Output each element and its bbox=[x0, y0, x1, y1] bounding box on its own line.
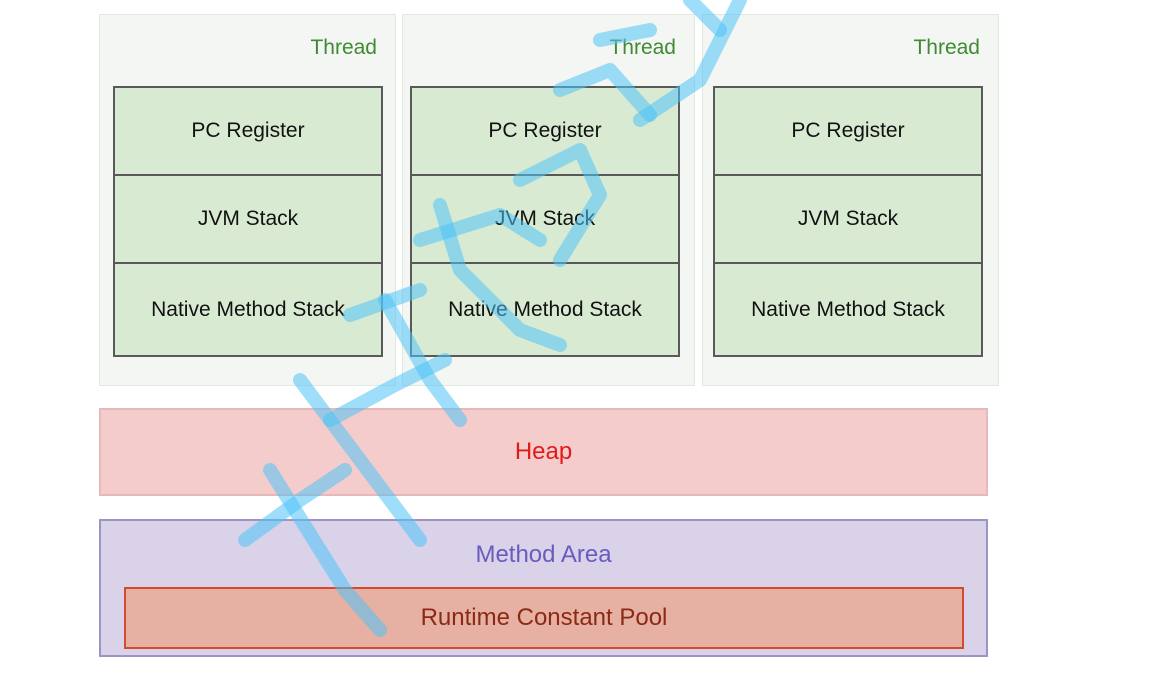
native-method-stack-block: Native Method Stack bbox=[410, 262, 680, 357]
thread-stack: PC Register JVM Stack Native Method Stac… bbox=[713, 86, 983, 357]
thread-stack: PC Register JVM Stack Native Method Stac… bbox=[410, 86, 680, 357]
thread-label: Thread bbox=[310, 36, 377, 59]
native-method-stack-block: Native Method Stack bbox=[113, 262, 383, 357]
thread-container: Thread PC Register JVM Stack Native Meth… bbox=[99, 14, 396, 386]
jvm-stack-block: JVM Stack bbox=[113, 174, 383, 264]
jvm-stack-block: JVM Stack bbox=[713, 174, 983, 264]
thread-label: Thread bbox=[913, 36, 980, 59]
method-area-label: Method Area bbox=[475, 541, 612, 568]
thread-container: Thread PC Register JVM Stack Native Meth… bbox=[402, 14, 695, 386]
runtime-constant-pool-label: Runtime Constant Pool bbox=[420, 604, 668, 631]
heap-area: Heap bbox=[99, 408, 988, 496]
thread-container: Thread PC Register JVM Stack Native Meth… bbox=[702, 14, 999, 386]
thread-label: Thread bbox=[609, 36, 676, 59]
runtime-constant-pool: Runtime Constant Pool bbox=[124, 587, 964, 649]
thread-stack: PC Register JVM Stack Native Method Stac… bbox=[113, 86, 383, 357]
pc-register-block: PC Register bbox=[713, 86, 983, 176]
method-area: Method Area Runtime Constant Pool bbox=[99, 519, 988, 657]
pc-register-block: PC Register bbox=[410, 86, 680, 176]
pc-register-block: PC Register bbox=[113, 86, 383, 176]
heap-label: Heap bbox=[514, 438, 573, 465]
jvm-stack-block: JVM Stack bbox=[410, 174, 680, 264]
native-method-stack-block: Native Method Stack bbox=[713, 262, 983, 357]
